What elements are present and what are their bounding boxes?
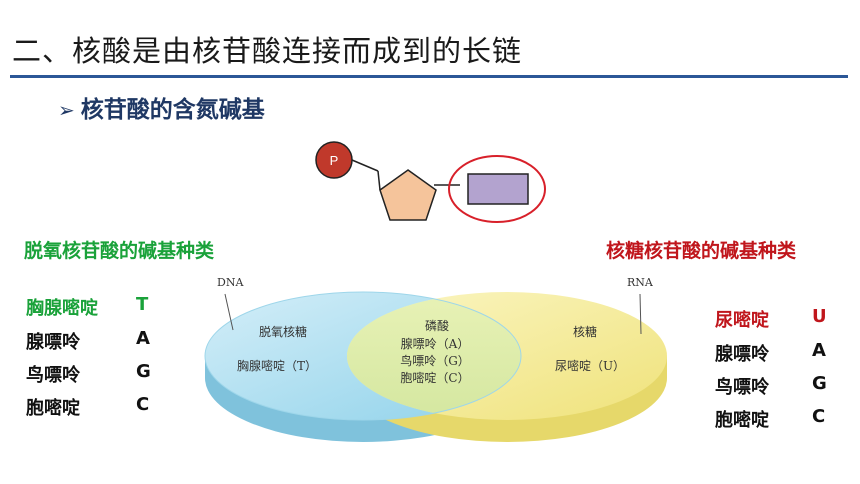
overlap-region	[347, 292, 521, 420]
title-divider	[10, 75, 848, 78]
nucleotide-diagram: P	[315, 141, 546, 223]
slide-title: 二、核酸是由核苷酸连接而成到的长链	[12, 34, 523, 68]
phosphate-bond-line	[351, 159, 379, 172]
base-highlight-ring	[448, 155, 546, 223]
cytosine-label: 胞嘧啶（C）	[400, 371, 469, 385]
section-subtitle: ➢核苷酸的含氮碱基	[58, 90, 265, 124]
rna-tag: RNA	[627, 276, 654, 289]
adenine-label: 腺嘌呤（A）	[401, 336, 470, 351]
deoxyribose-label: 脱氧核糖	[259, 324, 307, 339]
phosphate-label: P	[330, 153, 339, 168]
ribose-label: 核糖	[573, 324, 597, 339]
rna-tag-line	[639, 293, 642, 335]
dna-bases-list: 胸腺嘧啶 T 腺嘌呤 A 鸟嘌呤 G 胞嘧啶 C	[26, 294, 151, 419]
rna-bases-list: 尿嘧啶 U 腺嘌呤 A 鸟嘌呤 G 胞嘧啶 C	[715, 306, 827, 431]
dna-circle-outline	[204, 291, 522, 421]
subtitle-text: 核苷酸的含氮碱基	[80, 97, 265, 123]
phosphate-circle	[315, 141, 353, 179]
dna-tag-line	[224, 293, 234, 331]
uracil-label: 尿嘧啶（U）	[555, 359, 625, 373]
guanine-label: 鸟嘌呤（G）	[400, 353, 470, 368]
dna-bases-heading: 脱氧核苷酸的碱基种类	[24, 240, 215, 262]
pentose-sugar-pentagon	[379, 169, 437, 221]
dna-rna-venn-diagram: DNA RNA 脱氧核糖 胸腺嘧啶（T） 磷酸 腺嘌呤（A） 鸟嘌呤（G） 胞嘧…	[204, 276, 667, 442]
phosphate-bond-line	[377, 170, 381, 191]
thymine-label: 胸腺嘧啶（T）	[237, 358, 317, 373]
dna-tag: DNA	[217, 276, 244, 289]
nitrogen-base-rect	[467, 173, 529, 205]
arrow-bullet-icon: ➢	[58, 98, 75, 122]
phosphate-label: 磷酸	[425, 318, 449, 333]
rna-bases-heading: 核糖核苷酸的碱基种类	[606, 240, 797, 262]
